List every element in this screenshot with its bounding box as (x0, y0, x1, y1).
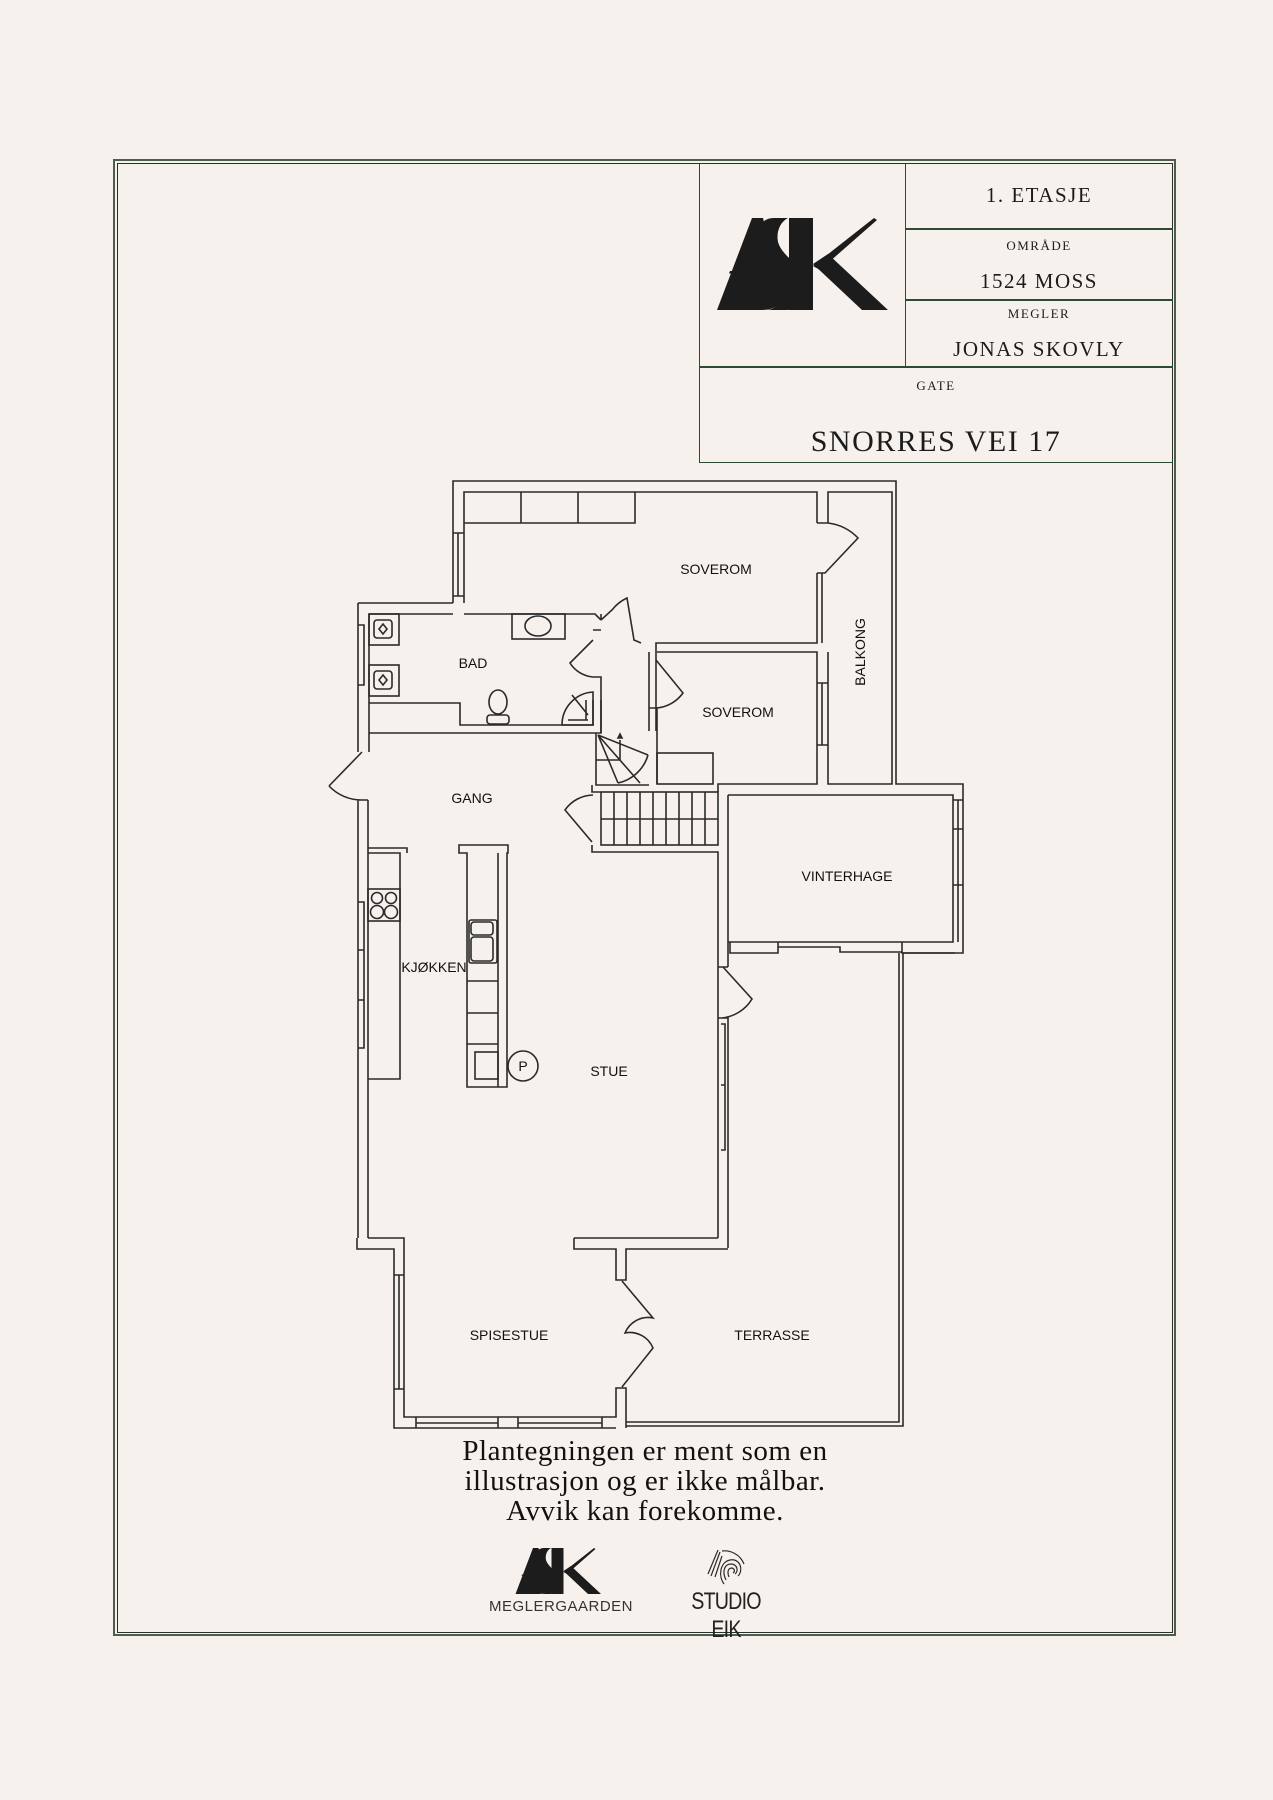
ask-logo (717, 218, 888, 310)
wall-top-bedroom (452, 480, 964, 1427)
footer-ask-subtitle: MEGLERGAARDEN (488, 1598, 634, 1615)
closet (464, 492, 636, 524)
parking-symbol-circle (507, 1050, 539, 1082)
footer-studio-name: STUDIO EIK (691, 1588, 761, 1643)
door-bifold (621, 1280, 656, 1388)
footer-ask-logo (515, 1548, 601, 1594)
title-block-row-line-2 (905, 299, 1173, 301)
page-frame-inner (117, 163, 1173, 1633)
stair-winding (595, 733, 649, 786)
disclaimer: Plantegningen er ment som en illustrasjo… (330, 1436, 960, 1526)
room-label-bad: BAD (459, 655, 488, 671)
broker-label: MEGLER (1007, 306, 1071, 321)
door-stair (563, 794, 594, 843)
door-terrasse (718, 966, 753, 1248)
shower (561, 691, 594, 726)
title-block-row-line-3 (699, 366, 1173, 368)
parking-symbol: P (518, 1058, 527, 1074)
door-soverom-1 (600, 596, 642, 644)
door-entrance (328, 744, 370, 1238)
street-label: GATE (916, 378, 956, 393)
room-label-soverom-2: SOVEROM (702, 704, 774, 720)
door-soverom-2 (649, 659, 685, 784)
window (453, 532, 464, 597)
disclaimer-line-2: illustrasjon og er ikke målbar. (464, 1465, 826, 1497)
room-label-terrasse: TERRASSE (734, 1327, 809, 1343)
room-label-spisestue: SPISESTUE (470, 1327, 549, 1343)
title-block-outline (699, 163, 1173, 463)
room-label-soverom-1: SOVEROM (680, 561, 752, 577)
area-value: 1524 MOSS (980, 269, 1098, 293)
fingerprint-leaf-icon (707, 1549, 745, 1585)
floor-label: 1. ETASJE (985, 183, 1093, 207)
area-label: OMRÅDE (1006, 238, 1072, 253)
title-block-row-line-1 (905, 228, 1173, 230)
page-frame-outer (113, 159, 1176, 1636)
door-balkong (817, 522, 860, 574)
window-vinterhage (729, 799, 963, 954)
room-label-kjokken: KJØKKEN (401, 959, 466, 975)
disclaimer-line-3: Avvik kan forekomme. (506, 1495, 784, 1527)
door-bad (568, 629, 602, 733)
broker-value: JONAS SKOVLY (953, 337, 1125, 361)
room-label-gang: GANG (451, 790, 492, 806)
room-label-stue: STUE (590, 1063, 627, 1079)
room-label-balkong: BALKONG (852, 618, 868, 686)
disclaimer-line-1: Plantegningen er ment som en (462, 1435, 828, 1467)
title-block-logo-divider (905, 163, 906, 367)
street-value: SNORRES VEI 17 (810, 425, 1062, 458)
room-label-vinterhage: VINTERHAGE (801, 868, 892, 884)
